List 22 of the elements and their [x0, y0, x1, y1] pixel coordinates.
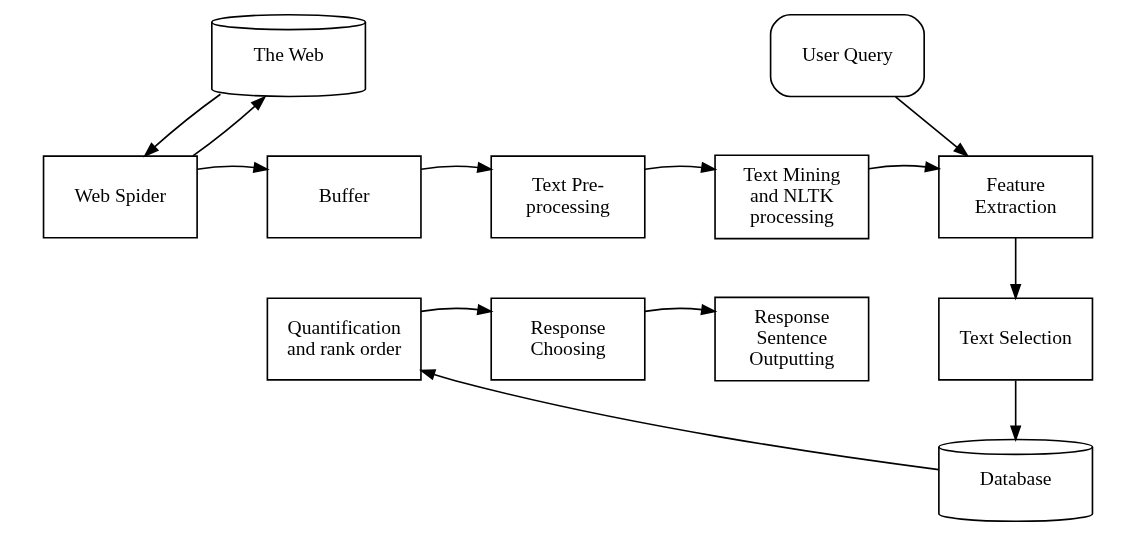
node-box: User Query	[769, 13, 925, 98]
arrow	[191, 95, 266, 157]
arrow	[142, 93, 221, 158]
node-box: Text Selection	[937, 297, 1093, 381]
arrow	[419, 161, 494, 174]
node-box: Response Sentence Outputting	[713, 296, 869, 382]
node-box: Text Pre-processing	[489, 155, 646, 239]
arrow	[419, 303, 494, 316]
arrow	[1009, 379, 1021, 442]
arrow	[894, 95, 969, 158]
arrow	[643, 303, 717, 316]
node-box: Buffer	[266, 155, 422, 239]
node-box: Web Spider	[42, 155, 198, 239]
arrow	[1009, 237, 1021, 301]
arrow	[418, 369, 939, 471]
node-box: Feature Extraction	[937, 155, 1093, 239]
arrow	[195, 161, 270, 174]
arrow	[643, 161, 717, 174]
arrow	[867, 161, 941, 173]
node-box: Quantification and rank order	[266, 297, 422, 381]
node-box: Response Choosing	[489, 297, 646, 381]
node-box: Text Mining and NLTK processing	[713, 154, 869, 240]
